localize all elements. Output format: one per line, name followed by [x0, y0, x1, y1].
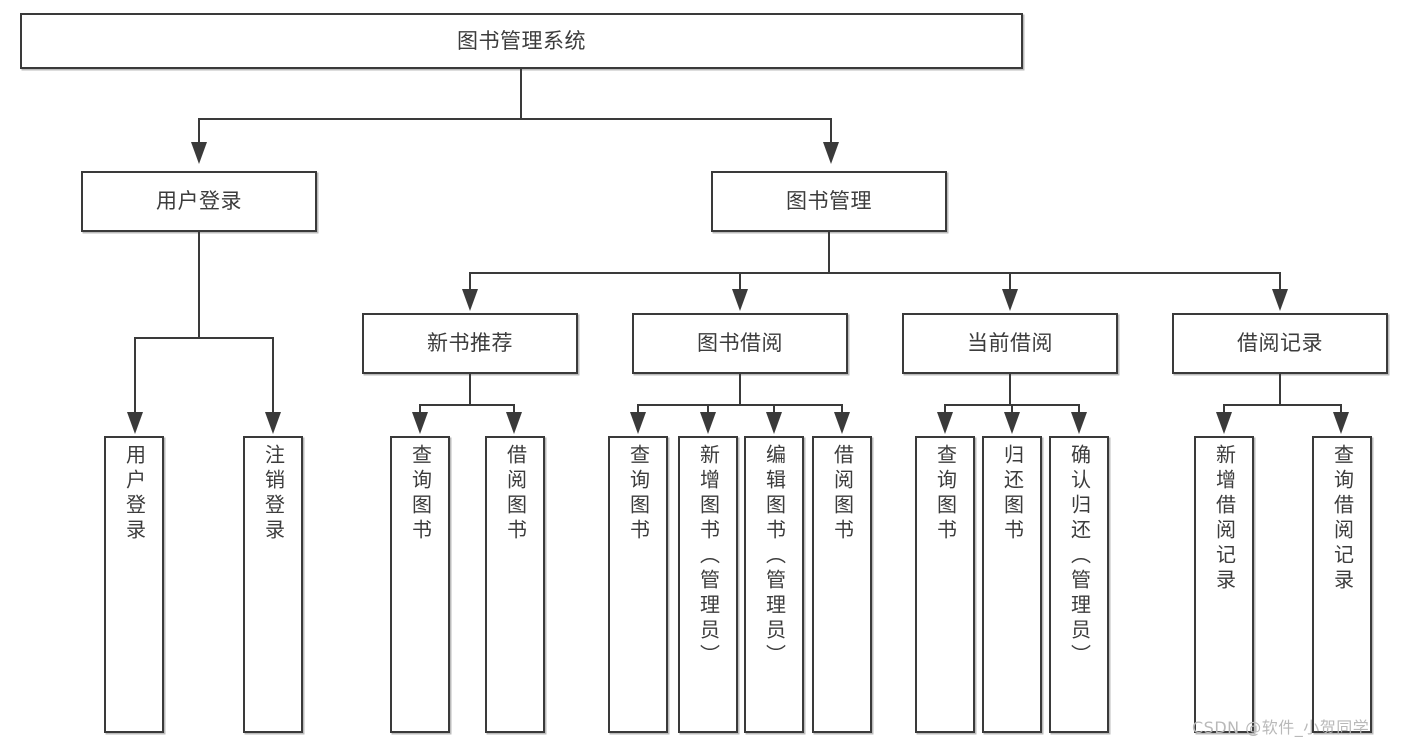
node-label: 图书借阅 — [697, 331, 783, 356]
connector-borrow-record-bus — [1223, 404, 1342, 406]
leaf-confirm-return-admin[interactable]: 确认归还（管理员） — [1049, 436, 1109, 733]
connector-user-login-bus — [134, 337, 274, 339]
arrow-to-borrow-record — [1272, 289, 1288, 311]
arrow-to-new-book-recommend — [462, 289, 478, 311]
arrow-to-book-management — [823, 142, 839, 164]
arrow-to-leaf-add-record — [1216, 412, 1232, 434]
connector-book-borrow-drop-1 — [637, 404, 639, 413]
arrow-to-leaf-query-book-1 — [412, 412, 428, 434]
arrow-to-user-login — [191, 142, 207, 164]
leaf-query-book-borrow[interactable]: 查询图书 — [608, 436, 668, 733]
arrow-to-leaf-query-book-3 — [937, 412, 953, 434]
connector-level2-bus — [198, 118, 832, 120]
node-user-login[interactable]: 用户登录 — [81, 171, 317, 232]
node-label: 编辑图书（管理员） — [762, 444, 787, 669]
arrow-to-leaf-query-record — [1333, 412, 1349, 434]
connector-level3-drop-2 — [739, 272, 741, 290]
node-label: 查询图书 — [408, 444, 433, 544]
arrow-to-leaf-user-login — [127, 412, 143, 434]
node-label: 查询借阅记录 — [1330, 444, 1355, 594]
arrow-to-leaf-return-book — [1004, 412, 1020, 434]
connector-new-book-bus — [419, 404, 515, 406]
connector-root-stem — [520, 69, 522, 119]
leaf-query-borrow-record[interactable]: 查询借阅记录 — [1312, 436, 1372, 733]
connector-level3-drop-1 — [469, 272, 471, 290]
node-label: 用户登录 — [156, 189, 242, 214]
connector-book-management-stem — [828, 232, 830, 273]
node-label: 新增图书（管理员） — [696, 444, 721, 669]
connector-current-borrow-drop-3 — [1078, 404, 1080, 413]
connector-level3-drop-3 — [1009, 272, 1011, 290]
node-borrow-record[interactable]: 借阅记录 — [1172, 313, 1388, 374]
node-label: 注销登录 — [261, 444, 286, 544]
leaf-borrow-book[interactable]: 借阅图书 — [812, 436, 872, 733]
node-label: 查询图书 — [933, 444, 958, 544]
connector-borrow-record-drop-2 — [1340, 404, 1342, 413]
connector-user-login-drop-2 — [272, 337, 274, 413]
connector-book-borrow-drop-2 — [707, 404, 709, 413]
leaf-add-book-admin[interactable]: 新增图书（管理员） — [678, 436, 738, 733]
node-label: 借阅图书 — [830, 444, 855, 544]
node-label: 当前借阅 — [967, 331, 1053, 356]
connector-new-book-stem — [469, 374, 471, 405]
node-label: 新书推荐 — [427, 331, 513, 356]
connector-level2-drop-2 — [830, 118, 832, 143]
connector-new-book-drop-1 — [419, 404, 421, 413]
connector-current-borrow-drop-1 — [944, 404, 946, 413]
connector-book-borrow-bus — [637, 404, 843, 406]
node-label: 用户登录 — [122, 444, 147, 544]
leaf-add-borrow-record[interactable]: 新增借阅记录 — [1194, 436, 1254, 733]
node-label: 借阅图书 — [503, 444, 528, 544]
node-book-borrow[interactable]: 图书借阅 — [632, 313, 848, 374]
arrow-to-leaf-query-book-2 — [630, 412, 646, 434]
node-label: 查询图书 — [626, 444, 651, 544]
connector-book-borrow-drop-4 — [841, 404, 843, 413]
node-label: 新增借阅记录 — [1212, 444, 1237, 594]
arrow-to-current-borrow — [1002, 289, 1018, 311]
connector-book-borrow-stem — [739, 374, 741, 405]
leaf-borrow-book-recommend[interactable]: 借阅图书 — [485, 436, 545, 733]
node-label: 图书管理 — [786, 189, 872, 214]
node-new-book-recommend[interactable]: 新书推荐 — [362, 313, 578, 374]
node-root-book-management-system[interactable]: 图书管理系统 — [20, 13, 1023, 69]
connector-current-borrow-drop-2 — [1011, 404, 1013, 413]
leaf-query-book-current[interactable]: 查询图书 — [915, 436, 975, 733]
arrow-to-leaf-add-book — [700, 412, 716, 434]
connector-borrow-record-drop-1 — [1223, 404, 1225, 413]
connector-user-login-stem — [198, 232, 200, 338]
leaf-edit-book-admin[interactable]: 编辑图书（管理员） — [744, 436, 804, 733]
node-label: 归还图书 — [1000, 444, 1025, 544]
leaf-query-book-recommend[interactable]: 查询图书 — [390, 436, 450, 733]
arrow-to-leaf-logout — [265, 412, 281, 434]
node-book-management[interactable]: 图书管理 — [711, 171, 947, 232]
csdn-watermark: CSDN @软件_小贺同学 — [1192, 718, 1370, 737]
leaf-user-login[interactable]: 用户登录 — [104, 436, 164, 733]
connector-borrow-record-stem — [1279, 374, 1281, 405]
connector-user-login-drop-1 — [134, 337, 136, 413]
arrow-to-leaf-confirm-return — [1071, 412, 1087, 434]
node-label: 借阅记录 — [1237, 331, 1323, 356]
connector-level3-drop-4 — [1279, 272, 1281, 290]
connector-book-borrow-drop-3 — [773, 404, 775, 413]
node-label: 确认归还（管理员） — [1067, 444, 1092, 669]
connector-level2-drop-1 — [198, 118, 200, 143]
arrow-to-leaf-edit-book — [766, 412, 782, 434]
leaf-logout-login[interactable]: 注销登录 — [243, 436, 303, 733]
connector-new-book-drop-2 — [513, 404, 515, 413]
leaf-return-book[interactable]: 归还图书 — [982, 436, 1042, 733]
node-label: 图书管理系统 — [457, 28, 586, 53]
connector-current-borrow-stem — [1009, 374, 1011, 405]
arrow-to-leaf-borrow-book-1 — [506, 412, 522, 434]
arrow-to-leaf-borrow-book-2 — [834, 412, 850, 434]
arrow-to-book-borrow — [732, 289, 748, 311]
node-current-borrow[interactable]: 当前借阅 — [902, 313, 1118, 374]
connector-level3-bus — [469, 272, 1280, 274]
